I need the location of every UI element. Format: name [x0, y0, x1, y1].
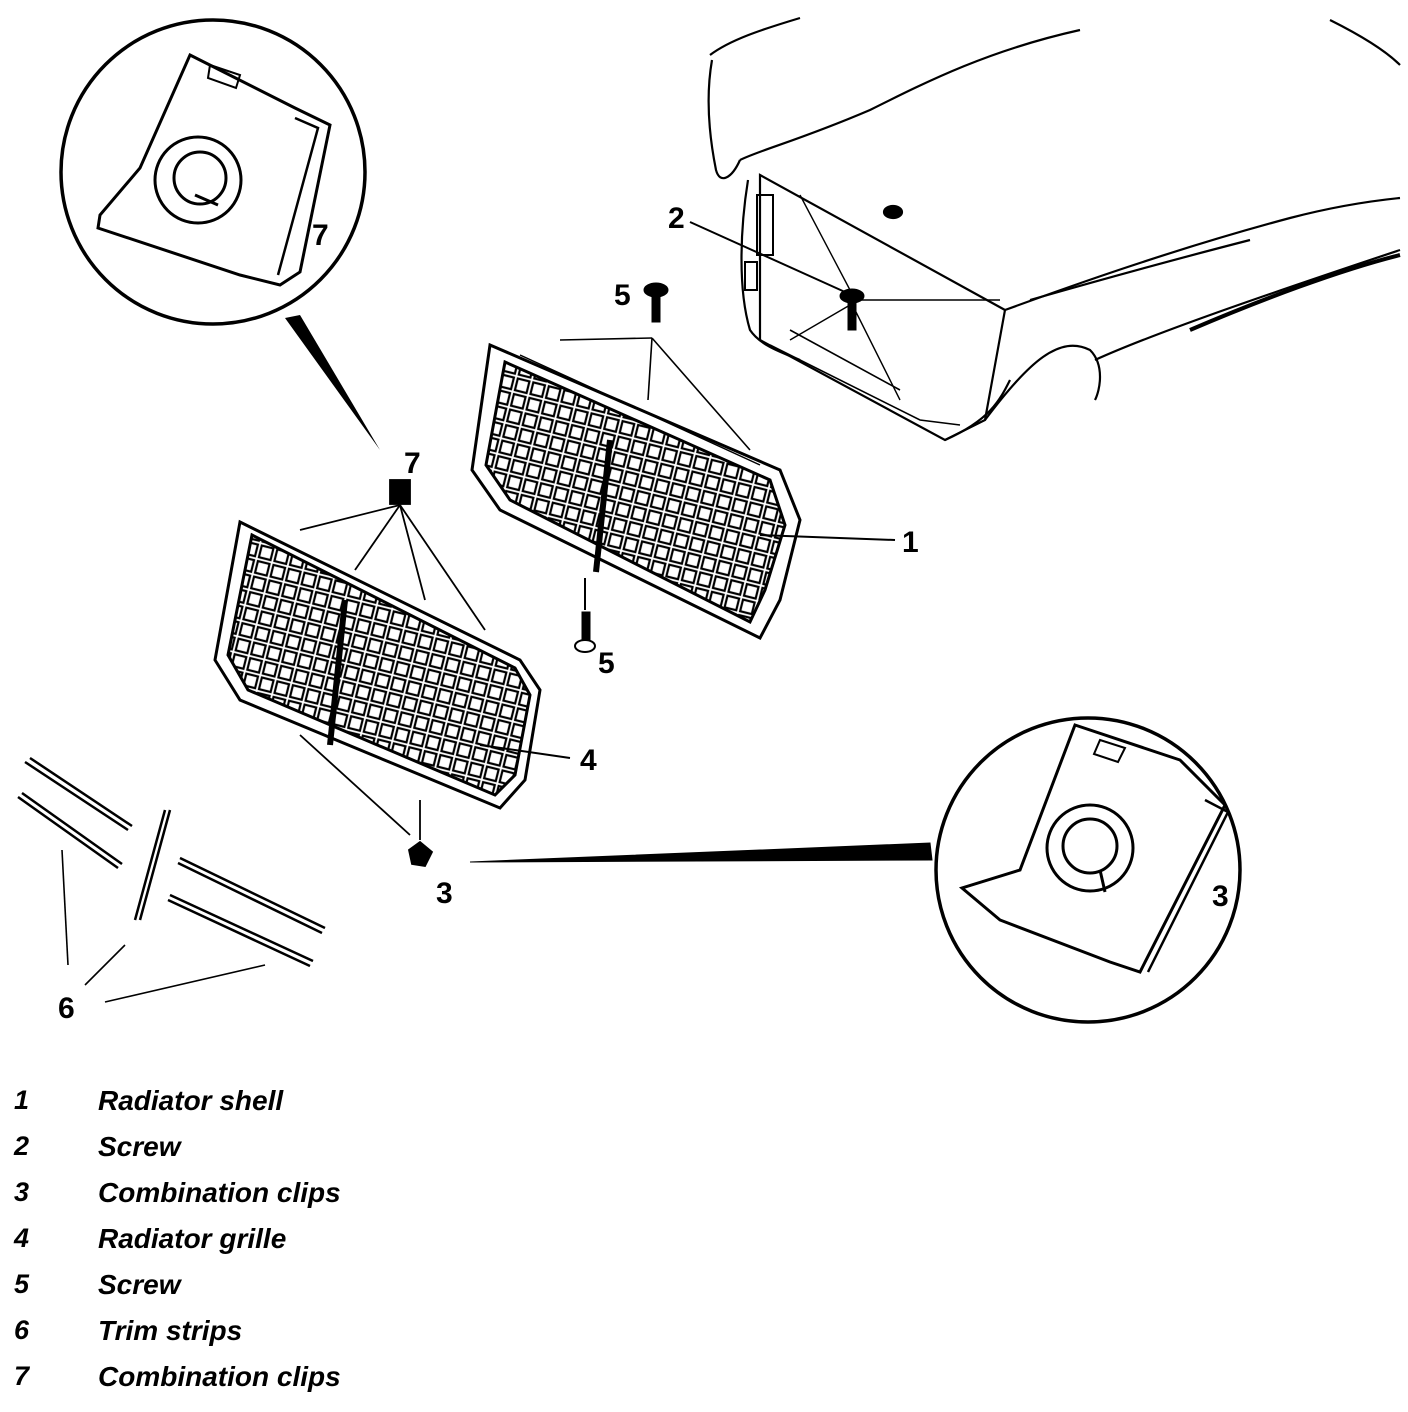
callout-7-small: 7: [404, 447, 421, 480]
screw-5-top-leaders: [559, 337, 751, 451]
legend-label: Radiator grille: [98, 1223, 287, 1254]
callout-3-small: 3: [436, 877, 453, 910]
legend-number: 3: [14, 1177, 30, 1207]
radiator-grille: [213, 519, 571, 810]
screw-2: [689, 221, 865, 331]
legend-label: Trim strips: [98, 1315, 243, 1346]
legend-item: 2 Screw: [0, 1131, 700, 1171]
legend-label: Combination clips: [98, 1177, 341, 1208]
combination-clips-7: [299, 479, 486, 631]
screw-5-top: [643, 282, 669, 323]
callout-5-top: 5: [614, 279, 631, 312]
legend-item: 4 Radiator grille: [0, 1223, 700, 1263]
legend-item: 7 Combination clips: [0, 1361, 700, 1401]
legend-item: 1 Radiator shell: [0, 1085, 700, 1125]
callout-5-bottom: 5: [598, 647, 615, 680]
legend-number: 2: [14, 1131, 30, 1161]
legend-number: 1: [14, 1085, 30, 1115]
detail-circle-3: [934, 716, 1242, 1024]
legend-number: 7: [14, 1361, 30, 1391]
legend-item: 6 Trim strips: [0, 1315, 700, 1355]
legend-label: Radiator shell: [98, 1085, 284, 1116]
legend-number: 4: [14, 1223, 30, 1253]
trim-strips: [17, 756, 326, 1003]
screw-5-bottom: [574, 578, 596, 653]
detail-circle-7: [59, 18, 380, 450]
legend-item: 3 Combination clips: [0, 1177, 700, 1217]
legend-label: Screw: [98, 1131, 181, 1162]
callout-6: 6: [58, 992, 75, 1025]
legend-label: Combination clips: [98, 1361, 341, 1392]
legend-label: Screw: [98, 1269, 181, 1300]
exploded-diagram: 1 2 3 3 4 5 5 6 7 7: [17, 16, 1401, 1025]
callout-4: 4: [580, 744, 597, 777]
callout-3-detail: 3: [1212, 880, 1229, 913]
radiator-shell: [470, 342, 896, 640]
combination-clip-3: [299, 734, 933, 867]
legend-number: 6: [14, 1315, 30, 1345]
callout-2: 2: [668, 202, 685, 235]
legend-number: 5: [14, 1269, 30, 1299]
callout-1: 1: [902, 526, 919, 559]
car-front-body: [707, 16, 1401, 442]
callout-7-detail: 7: [312, 219, 329, 252]
legend-item: 5 Screw: [0, 1269, 700, 1309]
